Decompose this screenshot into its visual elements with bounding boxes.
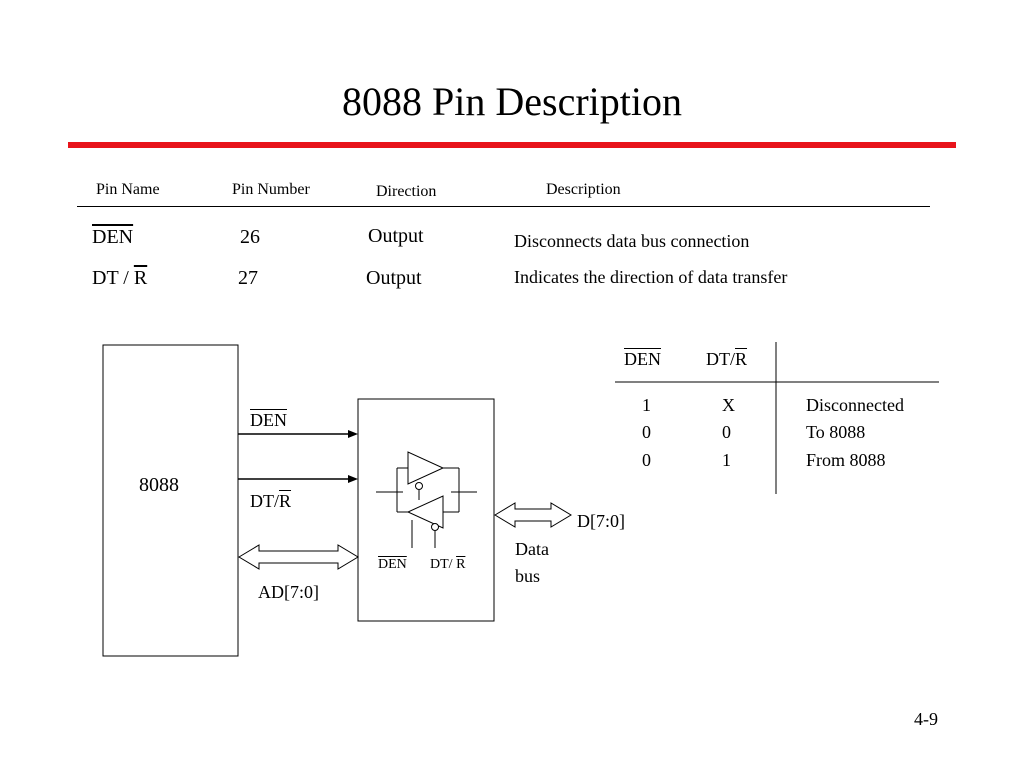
header-description: Description [546, 181, 621, 198]
enable-bubble-1 [415, 482, 423, 490]
dtr-signal-label: DT/R [250, 491, 292, 511]
dtr-arrowhead [348, 475, 358, 483]
pin-direction-dtr: Output [366, 267, 422, 289]
header-pin-number: Pin Number [232, 181, 310, 198]
header-pin-name: Pin Name [96, 181, 160, 198]
data-bus-label-line2: bus [515, 566, 541, 586]
truth-row1-dtr: X [722, 395, 735, 415]
truth-row2-result: To 8088 [806, 422, 866, 442]
transceiver-box [357, 398, 495, 622]
den-signal-label: DEN [250, 410, 287, 430]
truth-row3-den: 0 [642, 450, 651, 470]
pin-description-dtr: Indicates the direction of data transfer [514, 267, 788, 287]
truth-row2-den: 0 [642, 422, 651, 442]
d-bus-arrow [494, 502, 572, 528]
truth-col-den: DEN [624, 349, 661, 369]
ad-bus-label: AD[7:0] [258, 582, 319, 602]
transceiver-den-label: DEN [378, 557, 407, 572]
d-bus-label: D[7:0] [577, 511, 625, 531]
pin-direction-den: Output [368, 225, 424, 247]
pin-name-den: DEN [92, 226, 134, 248]
cpu-box [102, 344, 239, 657]
enable-bubble-2 [431, 523, 439, 531]
cpu-label: 8088 [139, 474, 179, 496]
header-direction: Direction [376, 183, 437, 200]
slide-number: 4-9 [914, 709, 938, 729]
truth-row2-dtr: 0 [722, 422, 731, 442]
ad-bus-arrow [238, 544, 359, 570]
title-rule [68, 142, 956, 148]
truth-row3-dtr: 1 [722, 450, 731, 470]
pin-number-27: 27 [238, 267, 258, 289]
truth-col-dtr: DT/R [706, 349, 748, 369]
buffer-right-icon [407, 451, 445, 485]
truth-row1-result: Disconnected [806, 395, 904, 415]
truth-row1-den: 1 [642, 395, 651, 415]
truth-row3-result: From 8088 [806, 450, 886, 470]
transceiver-dtr-label: DT/ R [430, 557, 466, 572]
pin-description-den: Disconnects data bus connection [514, 231, 750, 251]
den-arrowhead [348, 430, 358, 438]
pin-name-dtr: DT / R [92, 267, 148, 289]
header-rule [77, 206, 930, 207]
buffer-left-icon [406, 495, 444, 529]
data-bus-label-line1: Data [515, 539, 549, 559]
pin-number-26: 26 [240, 226, 260, 248]
page-title: 8088 Pin Description [342, 79, 682, 124]
